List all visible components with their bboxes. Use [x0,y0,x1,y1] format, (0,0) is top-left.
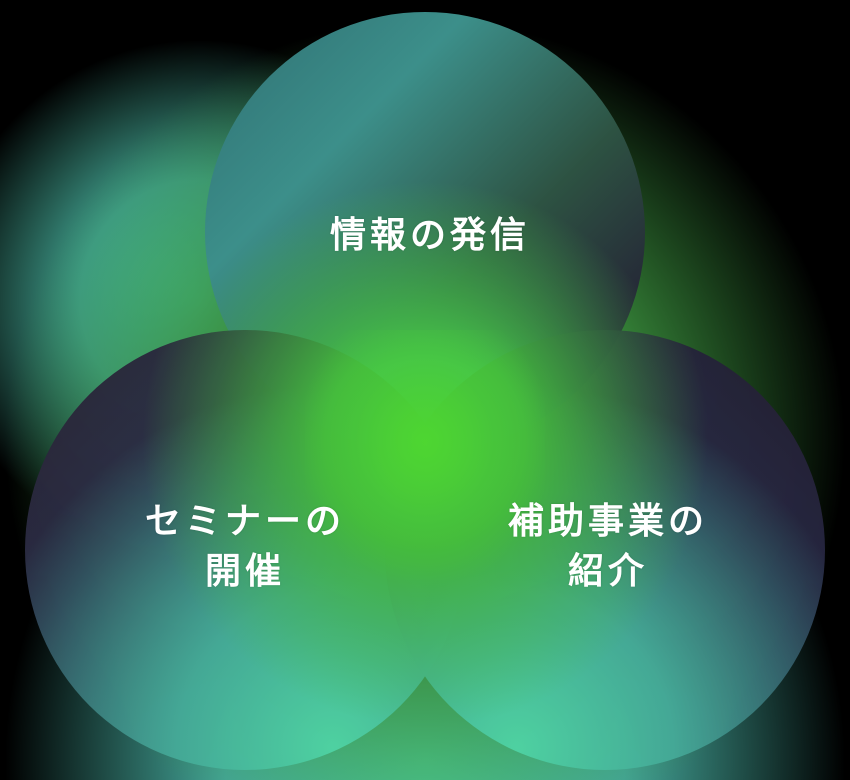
label-subsidy-introduction: 補助事業の 紹介 [478,496,738,596]
label-line: 開催 [204,550,285,592]
label-line: 情報の発信 [329,214,530,256]
label-line: 補助事業の [507,500,708,542]
label-information-dissemination: 情報の発信 [295,210,565,260]
label-line: 紹介 [567,550,648,592]
label-line: セミナーの [144,500,345,542]
label-seminar-hosting: セミナーの 開催 [120,496,370,596]
